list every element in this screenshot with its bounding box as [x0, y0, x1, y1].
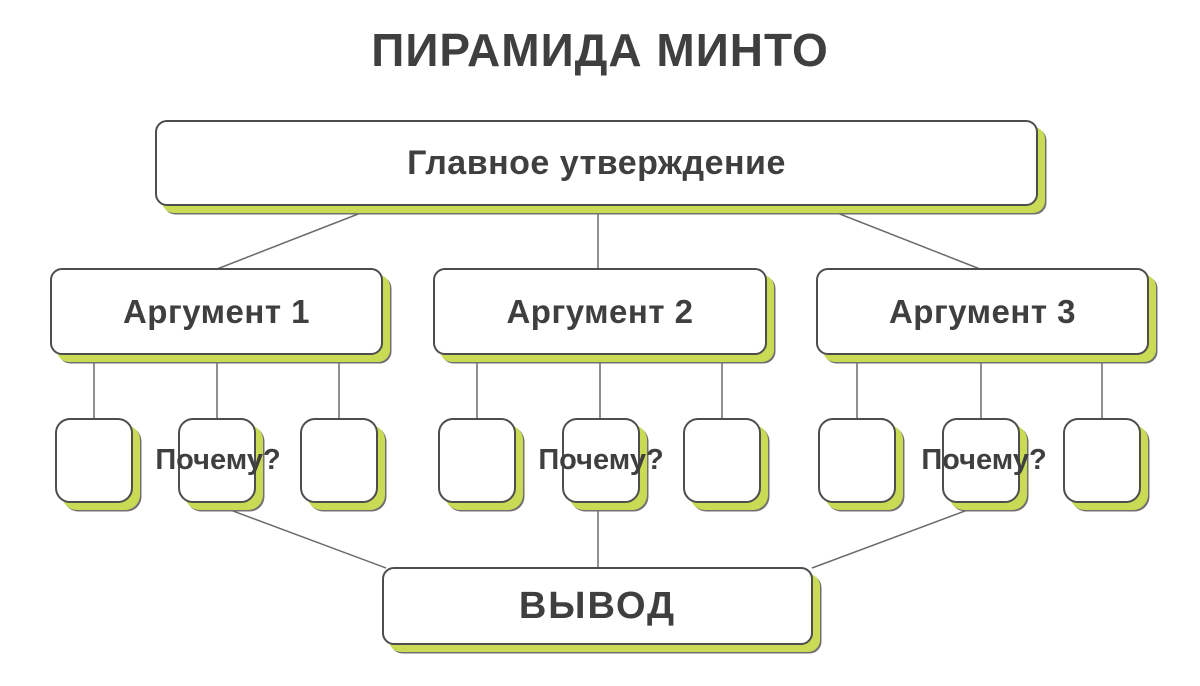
- argument-3-box: Аргумент 3: [816, 268, 1149, 355]
- why-label-1: Почему?: [155, 444, 281, 476]
- argument-1-label: Аргумент 1: [122, 292, 311, 330]
- evidence-box-g2-2: [562, 418, 640, 503]
- main-statement-box: Главное утверждение: [155, 120, 1038, 206]
- diagram-title: ПИРАМИДА МИНТО: [371, 24, 829, 76]
- evidence-box-g1-3: [300, 418, 378, 503]
- argument-2-box: Аргумент 2: [433, 268, 767, 355]
- evidence-box-g2-1: [438, 418, 516, 503]
- connector-line: [826, 208, 981, 270]
- argument-3-label: Аргумент 3: [888, 292, 1077, 330]
- conclusion-label: ВЫВОД: [518, 584, 677, 627]
- connector-line: [811, 504, 982, 569]
- why-label-2: Почему?: [538, 444, 664, 476]
- evidence-box-g3-1: [818, 418, 896, 503]
- evidence-box-g1-1: [55, 418, 133, 503]
- main-statement-label: Главное утверждение: [407, 143, 786, 182]
- argument-1-box: Аргумент 1: [50, 268, 383, 355]
- why-label-3: Почему?: [921, 444, 1047, 476]
- argument-2-label: Аргумент 2: [506, 292, 694, 330]
- evidence-box-g3-3: [1063, 418, 1141, 503]
- evidence-box-g2-3: [683, 418, 761, 503]
- connector-line: [216, 208, 372, 270]
- evidence-box-g3-2: [942, 418, 1020, 503]
- conclusion-box: ВЫВОД: [382, 567, 813, 645]
- connector-line: [216, 504, 387, 569]
- evidence-box-g1-2: [178, 418, 256, 503]
